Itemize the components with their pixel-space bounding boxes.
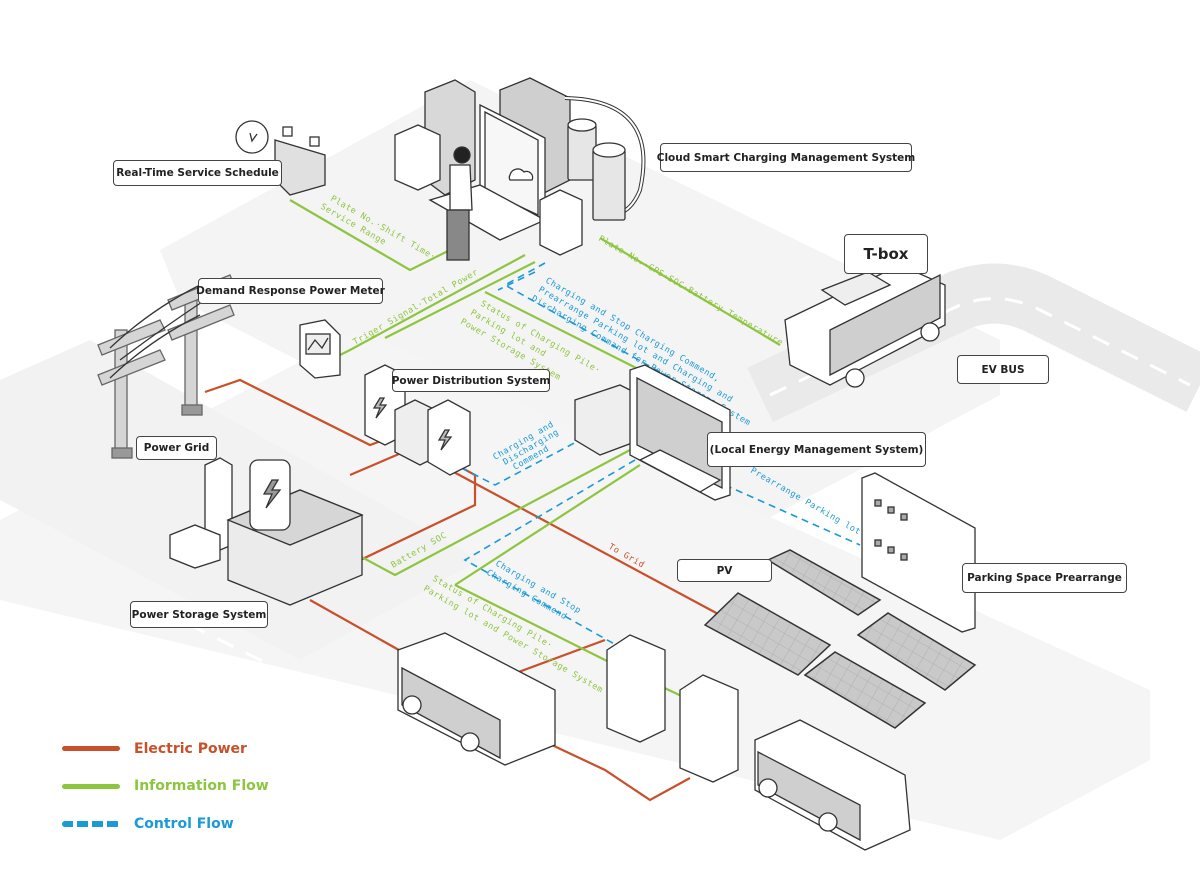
- label-power-storage: Power Storage System: [130, 601, 268, 628]
- cloud-system-illustration: [394, 77, 646, 261]
- label-parking-prearrange: Parking Space Prearrange: [962, 563, 1127, 593]
- bus-bottom-right: [754, 719, 911, 851]
- information-flow-swatch: [62, 783, 120, 789]
- legend-label: Information Flow: [134, 778, 269, 795]
- label-power-grid: Power Grid: [136, 436, 217, 460]
- ev-bus-top: [784, 264, 946, 388]
- legend-label: Control Flow: [134, 815, 234, 832]
- bus-bottom-left: [397, 632, 556, 766]
- electric-power-swatch: [62, 746, 120, 752]
- label-pv: PV: [677, 559, 772, 582]
- legend-item-information-flow: Information Flow: [62, 768, 269, 806]
- charging-piles: [606, 634, 739, 783]
- label-power-distribution: Power Distribution System: [392, 369, 550, 392]
- label-demand-response-meter: Demand Response Power Meter: [196, 278, 385, 304]
- road: [159, 263, 1200, 742]
- schedule-illustration: [235, 120, 326, 196]
- parking-board-illustration: [861, 472, 976, 633]
- legend: Electric Power Information Flow Control …: [62, 730, 269, 843]
- solar-panels: [703, 549, 977, 729]
- ground-plane: [0, 80, 1150, 840]
- legend-item-control-flow: Control Flow: [62, 805, 269, 843]
- label-cloud-system: Cloud Smart Charging Management System: [657, 143, 915, 172]
- label-real-time-schedule: Real-Time Service Schedule: [113, 160, 282, 186]
- control-flow-lines: [439, 262, 861, 651]
- label-lems: (Local Energy Management System): [707, 432, 926, 467]
- legend-item-electric-power: Electric Power: [62, 730, 269, 768]
- legend-label: Electric Power: [134, 740, 247, 757]
- power-meter-illustration: [299, 319, 341, 379]
- power-storage-illustration: [169, 457, 364, 606]
- label-ev-bus: EV BUS: [957, 355, 1049, 384]
- label-tbox: T-box: [844, 234, 928, 274]
- control-flow-swatch: [62, 820, 120, 827]
- lems-illustration: [574, 364, 731, 501]
